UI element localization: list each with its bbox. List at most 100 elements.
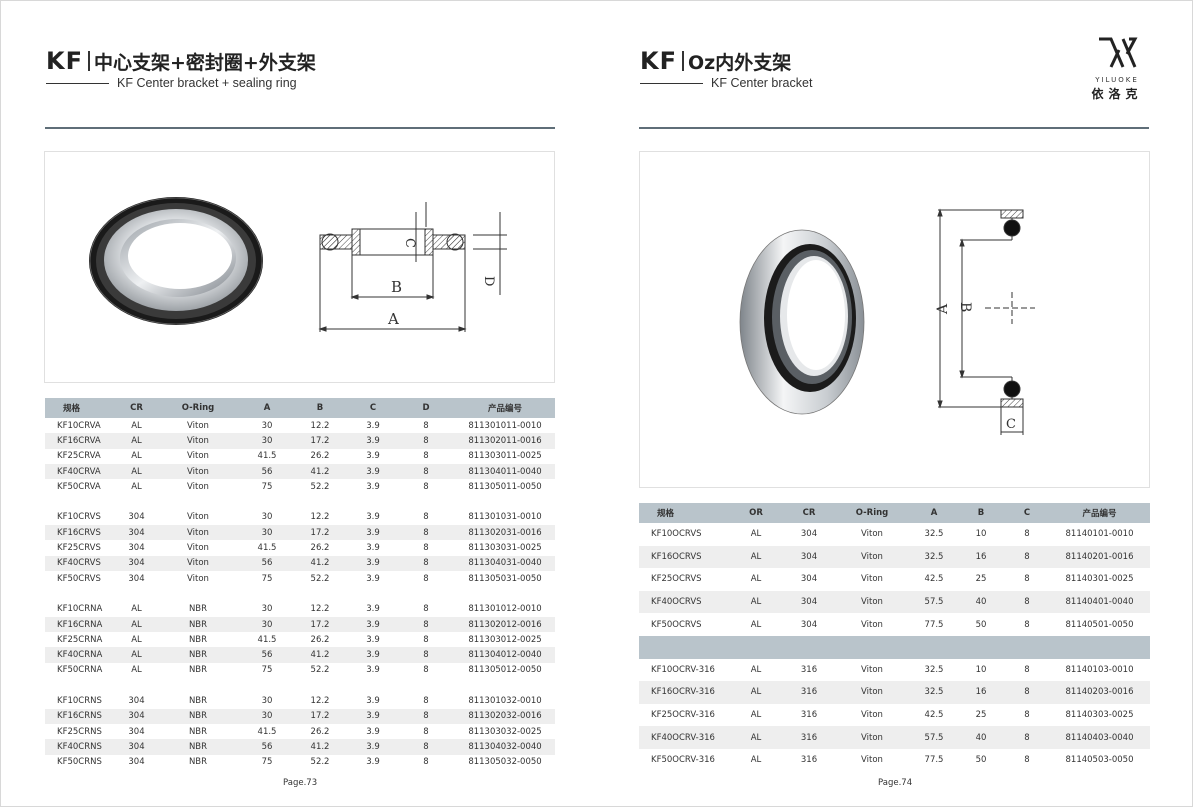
left-page-number: Page.73 bbox=[283, 778, 318, 788]
table-cell: 811303031-0025 bbox=[468, 543, 542, 554]
header-cell: OR bbox=[727, 503, 785, 523]
table-cell: Viton bbox=[833, 681, 911, 704]
separator-cell bbox=[45, 586, 555, 602]
table-cell: 81140201-0016 bbox=[1049, 545, 1150, 569]
table-cell: 40 bbox=[957, 590, 1005, 614]
table-cell: 8 bbox=[423, 573, 429, 584]
table-cell: NBR bbox=[188, 665, 208, 676]
left-header-divider bbox=[45, 127, 555, 129]
table-cell: 17.2 bbox=[291, 708, 349, 724]
table-cell: 75 bbox=[261, 573, 273, 584]
dim-a-label: A bbox=[935, 303, 951, 315]
right-page: KF Oz内外支架 KF Center bracket YILUOKE 依洛克 bbox=[596, 0, 1193, 807]
table-cell: NBR bbox=[188, 695, 208, 706]
table-cell: 30 bbox=[261, 420, 273, 431]
table-cell: 17.2 bbox=[291, 433, 349, 449]
dim-b-label: B bbox=[957, 302, 973, 312]
right-subtitle: KF Center bracket bbox=[640, 76, 812, 90]
bracket-photo bbox=[739, 229, 865, 415]
table-cell: 811301031-0010 bbox=[468, 512, 542, 523]
title-divider-bar bbox=[88, 51, 90, 71]
table-cell: Viton bbox=[153, 463, 243, 480]
table-cell: 8 bbox=[423, 726, 429, 737]
table-cell: 81140401-0040 bbox=[1049, 590, 1150, 614]
table-cell: 811303032-0025 bbox=[468, 726, 542, 737]
table-cell: 8 bbox=[1005, 726, 1049, 749]
header-cell: CR bbox=[120, 398, 153, 418]
table-cell: 17.2 bbox=[291, 525, 349, 541]
table-cell: Viton bbox=[187, 573, 209, 584]
title-divider-bar bbox=[682, 51, 684, 71]
table-cell: 3.9 bbox=[366, 665, 380, 676]
table-cell: 3.9 bbox=[366, 573, 380, 584]
table-cell: 811304012-0040 bbox=[455, 647, 555, 663]
table-cell: 41.2 bbox=[291, 555, 349, 571]
table-cell: 3.9 bbox=[366, 481, 380, 492]
table-cell: 811301011-0010 bbox=[468, 420, 542, 431]
table-cell: 304 bbox=[120, 739, 153, 755]
yiluoke-logo-icon bbox=[1099, 37, 1138, 68]
table-cell: 30 bbox=[261, 604, 273, 615]
bracket-drawing bbox=[937, 208, 1035, 435]
table-cell: 81140203-0016 bbox=[1049, 681, 1150, 704]
table-cell: 304 bbox=[128, 512, 145, 523]
header-cell: CR bbox=[785, 503, 833, 523]
table-cell: 81140501-0050 bbox=[1065, 619, 1134, 630]
table-cell: AL bbox=[750, 574, 762, 585]
table-cell: KF50CRNS bbox=[57, 757, 102, 768]
table-cell: AL bbox=[750, 619, 762, 630]
table-cell: AL bbox=[750, 710, 762, 721]
table-cell: KF25CRNS bbox=[57, 726, 102, 737]
subtitle-rule bbox=[640, 82, 703, 84]
table-cell: 316 bbox=[785, 681, 833, 704]
table-cell: Viton bbox=[153, 525, 243, 541]
table-cell: Viton bbox=[861, 574, 883, 585]
table-cell: KF10CRNA bbox=[57, 604, 103, 615]
group-separator-row bbox=[45, 586, 555, 602]
table-cell: 17.2 bbox=[291, 616, 349, 633]
table-cell: 304 bbox=[120, 555, 153, 571]
table-cell: NBR bbox=[188, 726, 208, 737]
table-cell: KF16OCRVS bbox=[639, 545, 727, 569]
header-cell: D bbox=[397, 398, 455, 418]
table-cell: KF40OCRVS bbox=[639, 590, 727, 614]
table-cell: 304 bbox=[120, 708, 153, 724]
table-cell: Viton bbox=[833, 590, 911, 614]
table-cell: KF25CRVA bbox=[57, 451, 101, 462]
table-cell: 75 bbox=[261, 665, 273, 676]
table-cell: 81140101-0010 bbox=[1065, 529, 1134, 540]
table-cell: KF16OCRV-316 bbox=[639, 681, 727, 704]
table-cell: 8 bbox=[423, 481, 429, 492]
table-cell: 12.2 bbox=[310, 695, 330, 706]
table-cell: 3.9 bbox=[366, 695, 380, 706]
table-cell: 41.5 bbox=[257, 726, 277, 737]
left-title-kf: KF bbox=[46, 47, 83, 75]
table-cell: 8 bbox=[397, 555, 455, 571]
table-cell: NBR bbox=[188, 634, 208, 645]
group-separator-row bbox=[45, 494, 555, 510]
table-cell: 30 bbox=[243, 616, 291, 633]
table-cell: 3.9 bbox=[349, 739, 397, 755]
table-cell: AL bbox=[120, 463, 153, 480]
table-cell: KF10CRNS bbox=[57, 695, 102, 706]
table-cell: KF10CRVA bbox=[57, 420, 101, 431]
table-cell: 41.5 bbox=[257, 543, 277, 554]
table-cell: KF10OCRVS bbox=[651, 529, 702, 540]
